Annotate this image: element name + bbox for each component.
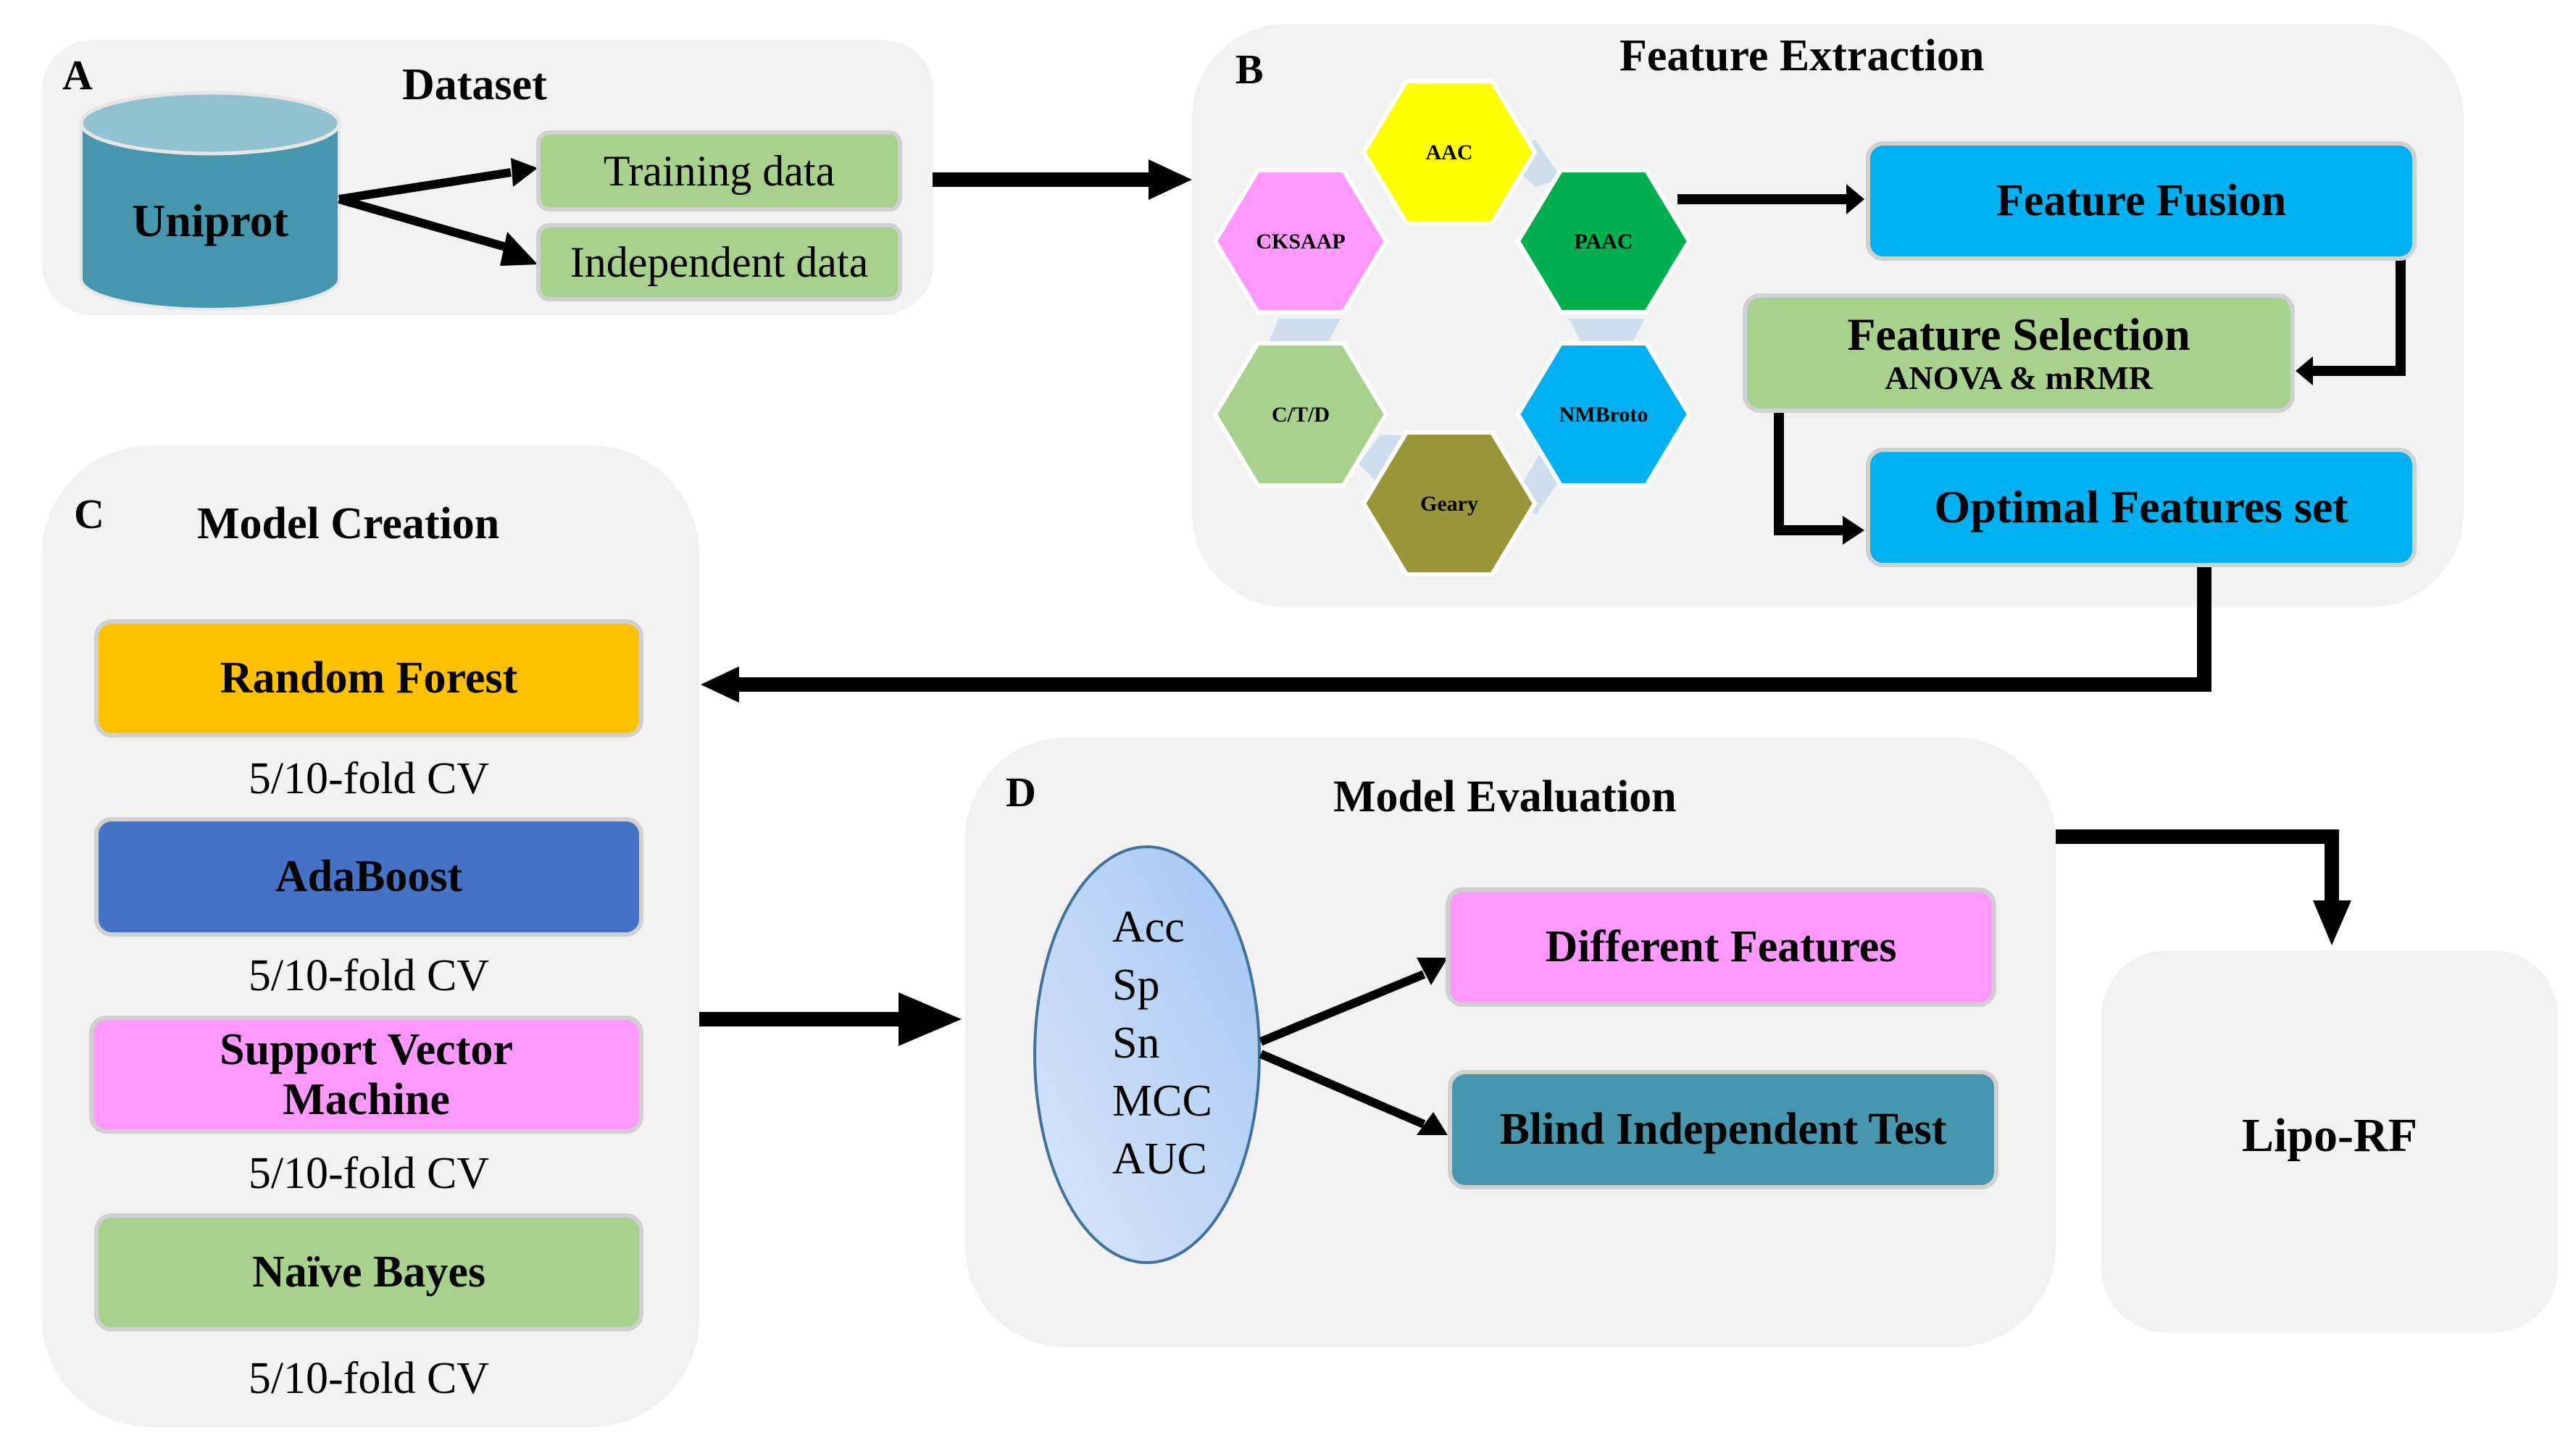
feature-fusion-label: Feature Fusion xyxy=(1996,176,2287,226)
panel-title-feature-extraction: Feature Extraction xyxy=(1619,31,1985,80)
arrow-hex-to-fusion xyxy=(1677,184,1864,214)
optimal-features-label: Optimal Features set xyxy=(1934,481,2348,533)
hex-cksaap: CKSAAP xyxy=(1212,168,1389,314)
metric-auc: AUC xyxy=(1112,1134,1207,1184)
hexagon-shape xyxy=(1515,341,1692,488)
database-cylinder-icon xyxy=(79,91,341,311)
training-data-box: Training data xyxy=(536,130,902,212)
hexagon-shape xyxy=(1361,430,1538,577)
cv-label: 5/10-fold CV xyxy=(248,754,490,803)
cv-label: 5/10-fold CV xyxy=(248,1354,490,1403)
independent-data-label: Independent data xyxy=(570,238,869,286)
metrics-ellipse xyxy=(1033,845,1261,1264)
hexagon-label: C/T/D xyxy=(1272,403,1330,427)
arrow-to-independent xyxy=(338,195,538,266)
hexagon-shape xyxy=(1212,341,1389,488)
model-adaboost: AdaBoost xyxy=(94,817,643,937)
metric-mcc: MCC xyxy=(1112,1076,1212,1126)
hexagon-label: AAC xyxy=(1426,141,1473,164)
metrics-list: Acc Sp Sn MCC AUC xyxy=(1112,898,1212,1188)
panel-letter-b: B xyxy=(1235,46,1264,93)
hexagon-shape xyxy=(1515,168,1692,314)
independent-data-box: Independent data xyxy=(536,223,902,301)
panel-title-model-evaluation: Model Evaluation xyxy=(1333,772,1677,821)
model-svm: Support Vector Machine xyxy=(89,1016,643,1134)
arrow-selection-to-optimal xyxy=(1774,411,1864,545)
final-model-label: Lipo-RF xyxy=(2241,1109,2418,1162)
different-features-box: Different Features xyxy=(1446,887,1996,1007)
optimal-features-box: Optimal Features set xyxy=(1866,448,2417,567)
hex-ctd: C/T/D xyxy=(1212,341,1389,488)
hexagon-label: Geary xyxy=(1420,492,1478,516)
panel-letter-a: A xyxy=(62,51,93,99)
hex-paac: PAAC xyxy=(1515,168,1692,314)
panel-letter-c: C xyxy=(74,490,104,537)
hexagon-label: CKSAAP xyxy=(1256,230,1345,254)
feature-selection-label: Feature Selection xyxy=(1847,309,2190,360)
arrow-dataset-to-features xyxy=(933,159,1192,200)
model-label: Random Forest xyxy=(220,653,518,703)
metric-acc: Acc xyxy=(1112,903,1185,952)
panel-title-dataset: Dataset xyxy=(402,60,547,109)
cv-label: 5/10-fold CV xyxy=(248,951,490,1000)
training-data-label: Training data xyxy=(603,147,835,195)
blind-independent-test-box: Blind Independent Test xyxy=(1448,1070,1998,1189)
model-naive-bayes: Naïve Bayes xyxy=(94,1213,643,1331)
feature-fusion-box: Feature Fusion xyxy=(1866,141,2417,261)
cv-label: 5/10-fold CV xyxy=(248,1149,490,1198)
arrow-to-different-features xyxy=(1259,958,1448,1046)
hexagon-shape xyxy=(1361,79,1538,225)
different-features-label: Different Features xyxy=(1545,922,1897,972)
blind-test-label: Blind Independent Test xyxy=(1499,1105,1947,1155)
model-label: AdaBoost xyxy=(275,852,463,902)
feature-selection-box: Feature Selection ANOVA & mRMR xyxy=(1743,293,2295,413)
panel-letter-d: D xyxy=(1006,769,1036,816)
model-random-forest: Random Forest xyxy=(94,619,643,737)
model-label: Support Vector Machine xyxy=(220,1025,513,1124)
hexagon-label: PAAC xyxy=(1574,230,1633,254)
metric-sn: Sn xyxy=(1112,1018,1160,1068)
hex-nmbroto: NMBroto xyxy=(1515,341,1692,488)
hexagon-shape xyxy=(1212,168,1389,314)
arrow-to-training xyxy=(338,158,538,204)
arrow-to-blind-test xyxy=(1259,1050,1448,1135)
panel-title-model-creation: Model Creation xyxy=(197,499,500,548)
arrow-models-to-evaluation xyxy=(699,992,962,1046)
arrow-optimal-to-models xyxy=(701,564,2211,703)
panel-final-model xyxy=(2101,950,2558,1333)
arrow-fusion-to-selection xyxy=(2296,258,2406,385)
hex-aac: AAC xyxy=(1361,79,1538,225)
uniprot-label: Uniprot xyxy=(132,195,288,246)
feature-selection-methods: ANOVA & mRMR xyxy=(1885,359,2153,397)
hex-geary: Geary xyxy=(1361,430,1538,577)
model-label: Naïve Bayes xyxy=(251,1247,486,1297)
arrow-evaluation-to-final xyxy=(2056,829,2351,945)
metric-sp: Sp xyxy=(1112,961,1160,1010)
hexagon-label: NMBroto xyxy=(1559,403,1648,427)
